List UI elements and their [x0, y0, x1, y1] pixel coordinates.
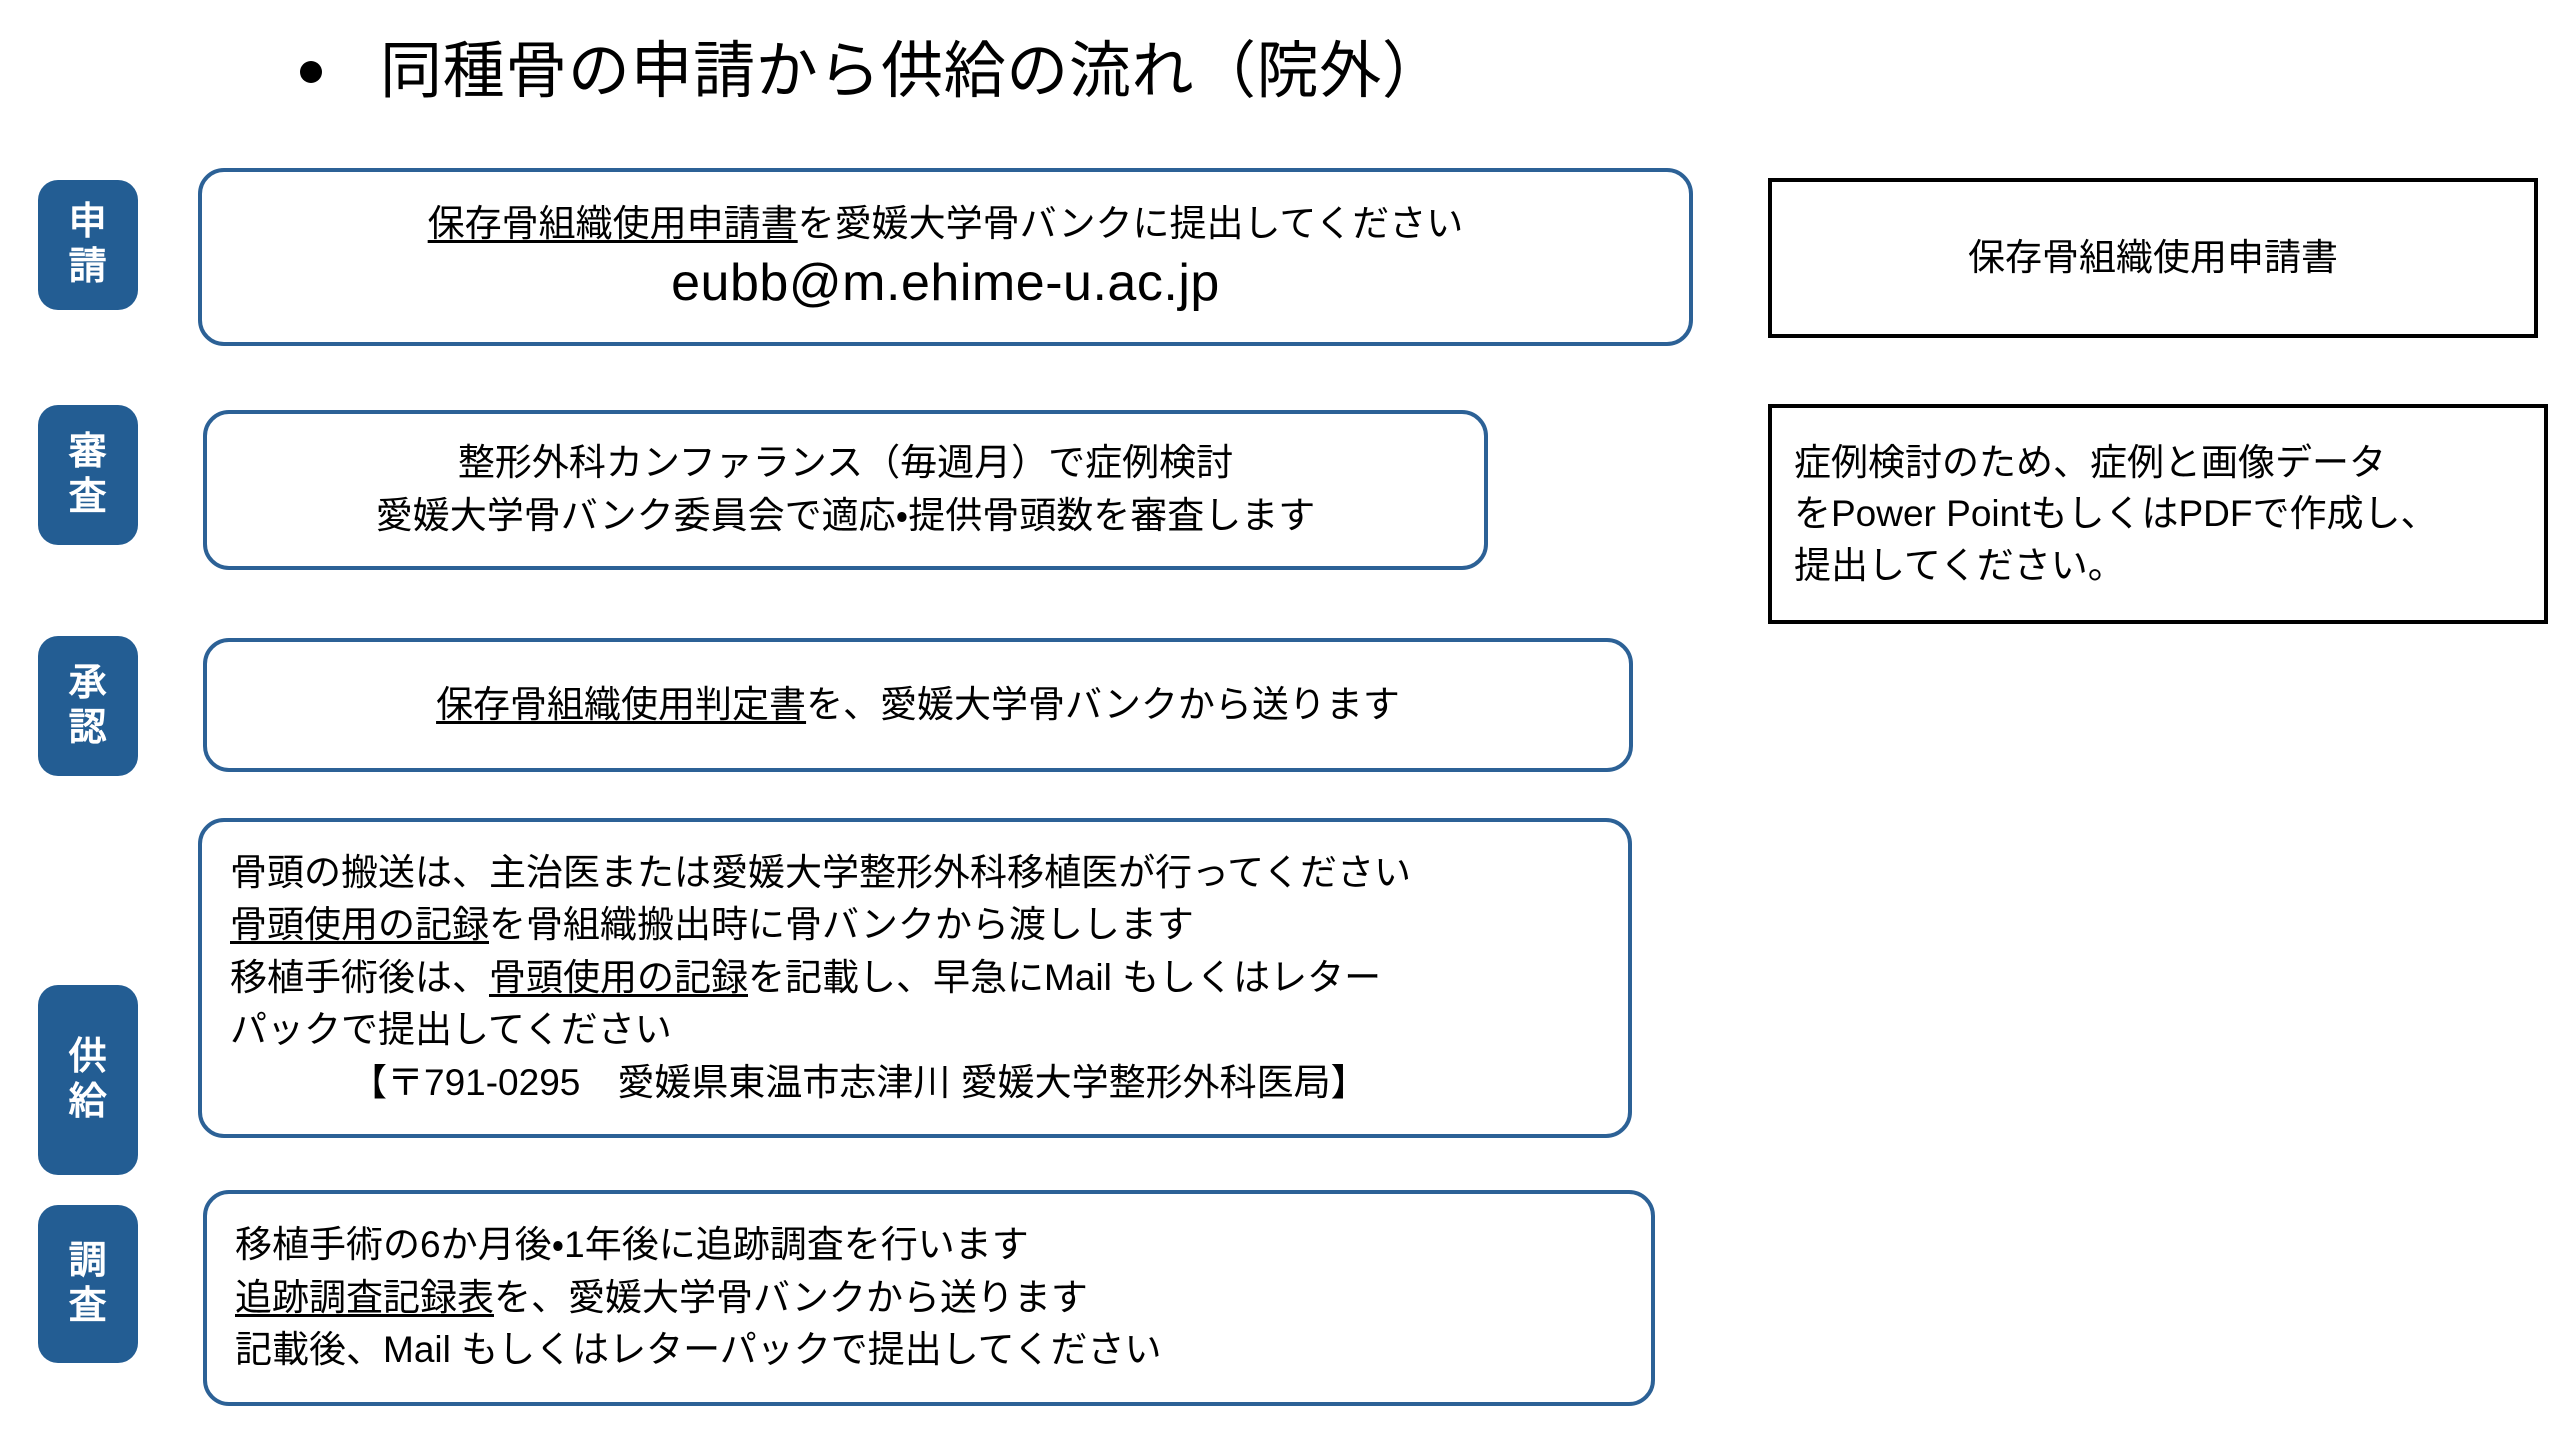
- side-note-line: 保存骨組織使用申請書: [1968, 237, 2338, 279]
- page-title: 同種骨の申請から供給の流れ（院外）: [300, 22, 2200, 122]
- stage-box-review: 整形外科カンファランス（毎週月）で症例検討 愛媛大学骨バンク委員会で適応・提供骨…: [203, 410, 1488, 570]
- stage-label-char: 給: [68, 1081, 108, 1123]
- stage-box-followup: 移植手術の6か月後・1年後に追跡調査を行います 追跡調査記録表を、愛媛大学骨バン…: [203, 1190, 1655, 1406]
- stage-line-segment: を愛媛大学骨バンクに提出してください: [797, 203, 1464, 245]
- stage-line-segment: を、愛媛大学骨バンクから送ります: [806, 683, 1400, 725]
- stage-line-segment: を、愛媛大学骨バンクから送ります: [494, 1276, 1088, 1318]
- stage-line: 愛媛大学骨バンク委員会で適応・提供骨頭数を審査します: [375, 495, 1316, 536]
- stage-label-approval[interactable]: 承 認: [38, 636, 138, 776]
- stage-box-application: 保存骨組織使用申請書を愛媛大学骨バンクに提出してください eubb@m.ehim…: [198, 168, 1693, 346]
- stage-label-char: 審: [68, 431, 108, 474]
- stage-label-char: 査: [68, 476, 108, 518]
- stage-line-segment: 保存骨組織使用判定書: [436, 683, 807, 725]
- stage-line-email: eubb@m.ehime-u.ac.jp: [671, 253, 1220, 312]
- stage-line: 骨頭使用の記録を骨組織搬出時に骨バンクから渡しします: [230, 899, 1628, 952]
- stage-line-segment: を骨組織搬出時に骨バンクから渡しします: [489, 904, 1194, 946]
- stage-line: 追跡調査記録表を、愛媛大学骨バンクから送ります: [235, 1272, 1651, 1325]
- stage-line: 移植手術の6か月後・1年後に追跡調査を行います: [235, 1224, 1029, 1266]
- stage-label-char: 請: [68, 246, 108, 288]
- stage-label-char: 申: [68, 201, 108, 244]
- bullet-dot-icon: [300, 61, 322, 83]
- stage-line: パックで提出してください: [230, 1009, 672, 1051]
- stage-line-segment: 保存骨組織使用申請書: [427, 203, 798, 245]
- page-title-text: 同種骨の申請から供給の流れ（院外）: [380, 37, 1445, 107]
- stage-box-approval: 保存骨組織使用判定書を、愛媛大学骨バンクから送ります: [203, 638, 1633, 772]
- stage-label-followup[interactable]: 調 査: [38, 1205, 138, 1363]
- stage-line-segment: 骨頭使用の記録: [230, 904, 489, 946]
- side-note-submission-format: 症例検討のため、症例と画像データ をPower PointもしくはPDFで作成し…: [1768, 404, 2548, 624]
- stage-line: 記載後、Mail もしくはレターパックで提出してください: [235, 1329, 1162, 1371]
- stage-line-segment: 移植手術後は、: [230, 956, 489, 998]
- stage-line-segment: を記載し、早急にMail もしくはレター: [748, 956, 1382, 998]
- side-note-form-name: 保存骨組織使用申請書: [1768, 178, 2538, 338]
- stage-line: 移植手術後は、骨頭使用の記録を記載し、早急にMail もしくはレター: [230, 952, 1628, 1005]
- stage-label-supply[interactable]: 供 給: [38, 985, 138, 1175]
- stage-line-segment: 骨頭使用の記録: [489, 956, 748, 998]
- side-note-line: 提出してください。: [1794, 544, 2125, 586]
- stage-label-char: 供: [68, 1036, 108, 1079]
- stage-label-char: 査: [68, 1285, 108, 1327]
- stage-label-application[interactable]: 申 請: [38, 180, 138, 310]
- stage-line: 保存骨組織使用判定書を、愛媛大学骨バンクから送ります: [207, 679, 1629, 732]
- stage-line: 整形外科カンファランス（毎週月）で症例検討: [457, 442, 1234, 484]
- stage-label-review[interactable]: 審 査: [38, 405, 138, 545]
- stage-label-char: 調: [68, 1240, 108, 1283]
- stage-label-char: 認: [68, 707, 108, 749]
- stage-line: 骨頭の搬送は、主治医または愛媛大学整形外科移植医が行ってください: [230, 851, 1412, 893]
- stage-line-segment: 追跡調査記録表: [235, 1276, 494, 1318]
- stage-line: 保存骨組織使用申請書を愛媛大学骨バンクに提出してください: [202, 198, 1689, 251]
- stage-box-supply: 骨頭の搬送は、主治医または愛媛大学整形外科移植医が行ってください 骨頭使用の記録…: [198, 818, 1632, 1138]
- side-note-line: 症例検討のため、症例と画像データ: [1794, 442, 2386, 484]
- stage-line-address: 【〒791-0295 愛媛県東温市志津川 愛媛大学整形外科医局】: [350, 1061, 1368, 1103]
- side-note-line: をPower PointもしくはPDFで作成し、: [1794, 493, 2438, 535]
- stage-label-char: 承: [68, 662, 108, 705]
